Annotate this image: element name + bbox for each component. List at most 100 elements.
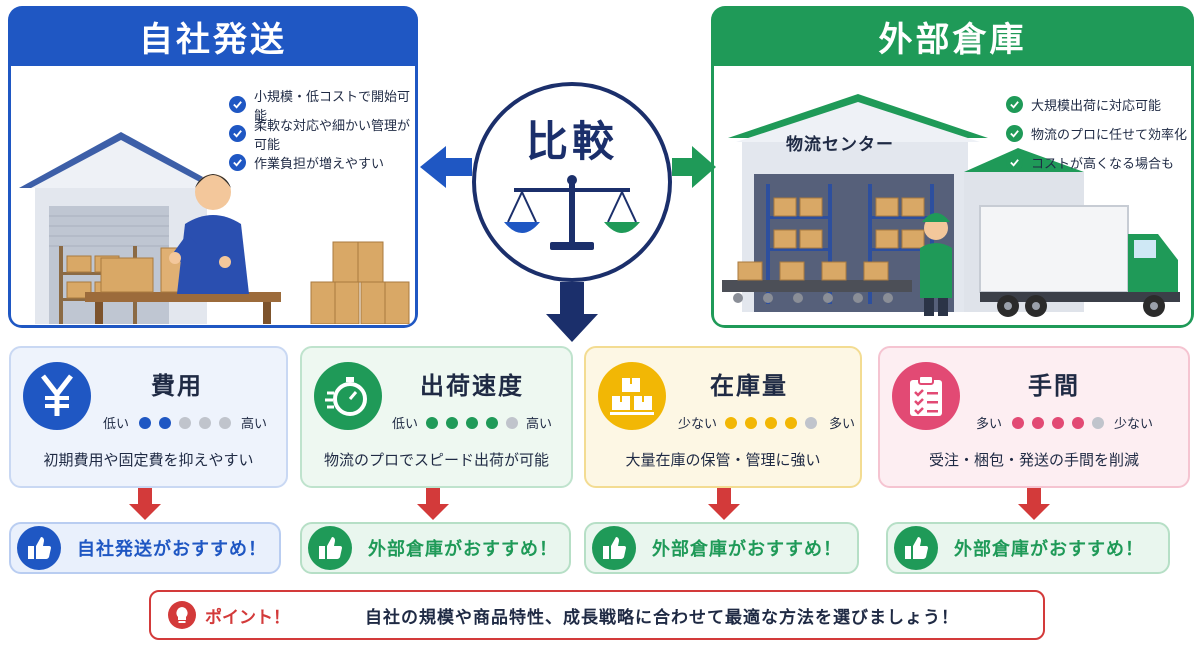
rating-dot-filled <box>446 416 459 429</box>
check-icon <box>229 154 246 171</box>
rating-dots <box>422 416 522 429</box>
rating-dot-filled <box>1012 416 1025 429</box>
rating-dots <box>1008 416 1108 429</box>
stopwatch-icon <box>314 362 382 430</box>
rating-dot-empty <box>179 416 192 429</box>
rating-high-label: 少ない <box>1114 417 1154 432</box>
check-icon <box>229 125 246 142</box>
shipping-speed-rating: 低い 高い <box>392 413 552 432</box>
arrow-down-icon <box>546 282 598 342</box>
rating-dots <box>721 416 821 429</box>
rating-dot-filled <box>765 416 778 429</box>
recommendation-effort: 外部倉庫がおすすめ！ <box>886 522 1170 574</box>
category-description: 初期費用や固定費を抑えやすい <box>43 451 254 469</box>
recommendation-cost: 自社発送がおすすめ！ <box>9 522 281 574</box>
inventory-rating: 少ない 多い <box>678 413 855 432</box>
in-house-shipping-title: 自社発送 <box>139 19 287 60</box>
category-card-cost: 費用 低い 高い 初期費用や固定費を抑えやすい <box>9 346 288 488</box>
arrow-down-icon <box>417 488 449 520</box>
recommendation-text: 外部倉庫がおすすめ！ <box>652 539 842 560</box>
category-title: 出荷速度 <box>420 372 524 400</box>
external-warehouse-title: 外部倉庫 <box>878 19 1027 60</box>
rating-dot-filled <box>1032 416 1045 429</box>
effort-rating: 多い 少ない <box>976 413 1153 432</box>
cost-rating: 低い 高い <box>103 413 267 432</box>
point-banner: ポイント！ 自社の規模や商品特性、成長戦略に合わせて最適な方法を選びましょう！ <box>149 590 1045 640</box>
recommendation-shipping-speed: 外部倉庫がおすすめ！ <box>300 522 571 574</box>
point-text: 自社の規模や商品特性、成長戦略に合わせて最適な方法を選びましょう！ <box>365 607 959 628</box>
category-description: 受注・梱包・発送の手間を削減 <box>928 451 1139 469</box>
rating-dot-empty <box>506 416 519 429</box>
check-icon <box>1006 154 1023 171</box>
in-house-shipping-body: 小規模・低コストで開始可能 柔軟な対応や細かい管理が可能 作業負担が増えやすい <box>11 66 415 325</box>
rating-high-label: 高い <box>526 417 553 432</box>
thumbs-up-icon <box>308 526 352 570</box>
thumbs-up-icon <box>17 526 61 570</box>
clipboard-icon <box>892 362 960 430</box>
rating-high-label: 多い <box>829 417 856 432</box>
category-description: 大量在庫の保管・管理に強い <box>625 451 821 469</box>
category-title: 費用 <box>151 372 203 400</box>
arrow-down-icon <box>129 488 161 520</box>
rating-dot-empty <box>199 416 212 429</box>
compare-label: 比較 <box>525 117 618 166</box>
rating-high-label: 高い <box>241 417 268 432</box>
boxes-icon <box>598 362 666 430</box>
category-title: 在庫量 <box>710 372 788 400</box>
thumbs-up-icon <box>592 526 636 570</box>
rating-dot-filled <box>466 416 479 429</box>
external-warehouse-feature-item: 物流のプロに任せて効率化 <box>1006 119 1187 148</box>
in-house-feature-item: 柔軟な対応や細かい管理が可能 <box>229 119 415 153</box>
recommendation-inventory: 外部倉庫がおすすめ！ <box>584 522 859 574</box>
recommendation-text: 外部倉庫がおすすめ！ <box>954 539 1144 560</box>
external-warehouse-body: 物流センター 大規模出荷に対応可能 物流のプロに任せて効率化 コストが高くなる場… <box>714 66 1191 325</box>
rating-dot-filled <box>1052 416 1065 429</box>
logistics-center-sign: 物流センター <box>786 135 894 155</box>
rating-dot-filled <box>139 416 152 429</box>
arrow-down-icon <box>1018 488 1050 520</box>
rating-dot-filled <box>745 416 758 429</box>
rating-dot-filled <box>426 416 439 429</box>
check-icon <box>1006 96 1023 113</box>
external-warehouse-panel: 外部倉庫 <box>711 6 1194 328</box>
check-icon <box>1006 125 1023 142</box>
yen-icon <box>23 362 91 430</box>
category-description: 物流のプロでスピード出荷が可能 <box>323 451 549 469</box>
category-card-effort: 手間 多い 少ない 受注・梱包・発送の手間を削減 <box>878 346 1190 488</box>
category-card-shipping-speed: 出荷速度 低い 高い 物流のプロでスピード出荷が可能 <box>300 346 573 488</box>
rating-dot-empty <box>1092 416 1105 429</box>
rating-low-label: 少ない <box>678 417 718 432</box>
arrow-left-icon <box>420 146 472 188</box>
in-house-shipping-panel: 自社発送 <box>8 6 418 328</box>
recommendation-text: 外部倉庫がおすすめ！ <box>368 539 558 560</box>
rating-dots <box>135 416 235 429</box>
lightbulb-icon <box>168 601 196 629</box>
rating-dot-filled <box>1072 416 1085 429</box>
rating-low-label: 低い <box>103 417 130 432</box>
in-house-warehouse-illustration <box>19 132 410 324</box>
point-label: ポイント！ <box>205 607 290 628</box>
thumbs-up-icon <box>894 526 938 570</box>
rating-dot-empty <box>805 416 818 429</box>
in-house-feature-list: 小規模・低コストで開始可能 柔軟な対応や細かい管理が可能 作業負担が増えやすい <box>229 90 415 177</box>
arrow-right-icon <box>672 146 716 188</box>
compare-circle: 比較 <box>472 82 672 282</box>
in-house-feature-item: 小規模・低コストで開始可能 <box>229 90 415 124</box>
arrow-down-icon <box>708 488 740 520</box>
external-warehouse-feature-item: コストが高くなる場合も <box>1006 148 1187 177</box>
rating-dot-filled <box>159 416 172 429</box>
rating-dot-filled <box>725 416 738 429</box>
external-warehouse-feature-list: 大規模出荷に対応可能 物流のプロに任せて効率化 コストが高くなる場合も <box>1006 90 1187 177</box>
rating-low-label: 低い <box>392 417 419 432</box>
rating-dot-empty <box>219 416 232 429</box>
external-warehouse-feature-item: 大規模出荷に対応可能 <box>1006 90 1187 119</box>
rating-dot-filled <box>486 416 499 429</box>
rating-low-label: 多い <box>976 417 1003 432</box>
check-icon <box>229 96 246 113</box>
in-house-feature-item: 作業負担が増えやすい <box>229 148 415 177</box>
category-title: 手間 <box>1028 372 1080 400</box>
category-card-inventory: 在庫量 少ない 多い 大量在庫の保管・管理に強い <box>584 346 862 488</box>
rating-dot-filled <box>785 416 798 429</box>
recommendation-text: 自社発送がおすすめ！ <box>77 539 267 560</box>
balance-scale-icon <box>504 175 640 250</box>
